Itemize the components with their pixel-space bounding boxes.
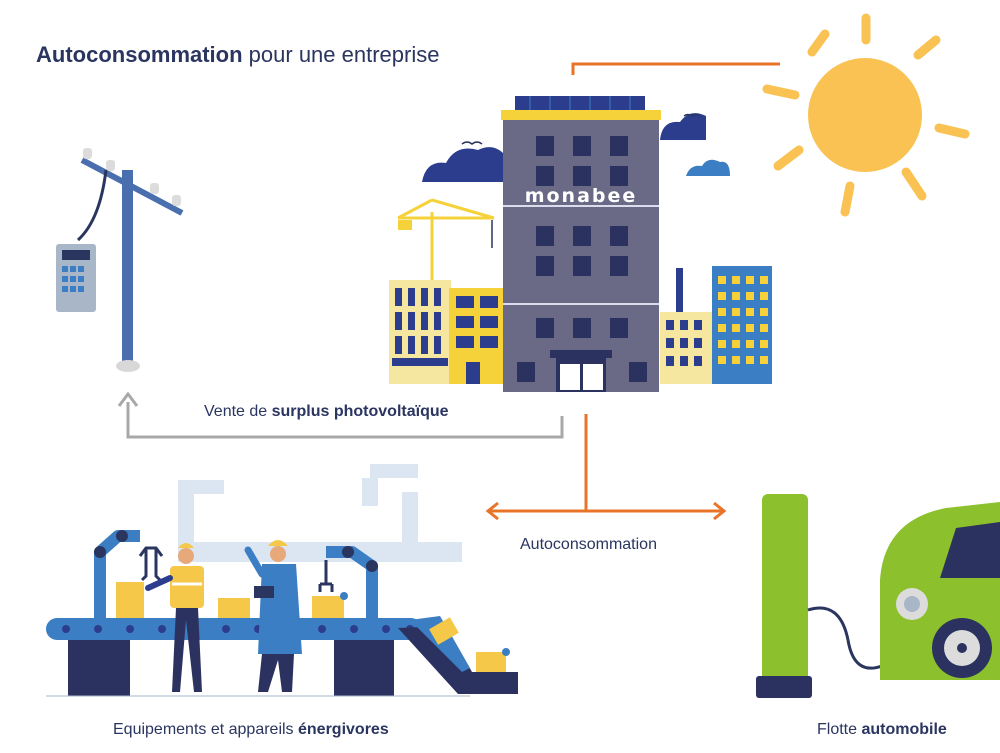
electric-pole-icon: [76, 148, 184, 372]
flotte-label-prefix: Flotte: [817, 721, 862, 738]
title-rest: pour une entreprise: [242, 42, 440, 67]
monabee-building: monabee: [501, 96, 661, 392]
background-robot-arms: [178, 464, 462, 562]
flotte-label-bold: automobile: [861, 721, 947, 738]
sun-icon: [762, 13, 970, 217]
robot-arm-left: [94, 530, 164, 618]
surplus-label: Vente de surplus photovoltaïque: [204, 403, 449, 421]
title-bold: Autoconsommation: [36, 42, 243, 67]
autoconsommation-label: Autoconsommation: [520, 536, 657, 553]
surplus-arrow: [117, 391, 564, 439]
equipements-label: Equipements et appareils énergivores: [113, 721, 389, 739]
right-buildings: [660, 266, 772, 384]
electric-meter-icon: [56, 244, 96, 312]
robot-arm-right: [318, 546, 378, 618]
surplus-label-bold: surplus photovoltaïque: [271, 403, 449, 420]
worker-right-icon: [244, 540, 302, 692]
left-buildings: [389, 280, 505, 384]
clouds-icon: [422, 113, 730, 182]
package-boxes: [116, 582, 510, 672]
building-brand-label: monabee: [525, 185, 638, 207]
page-title: Autoconsommation pour une entreprise: [36, 42, 439, 68]
electric-car-icon: [880, 502, 1000, 680]
flotte-label: Flotte automobile: [817, 721, 947, 739]
conveyor-belt: [46, 616, 518, 697]
sun-connector-line: [571, 62, 780, 75]
equipements-label-prefix: Equipements et appareils: [113, 721, 298, 738]
surplus-label-prefix: Vente de: [204, 403, 272, 420]
autoconsommation-arrow: [485, 414, 727, 521]
equipements-label-bold: énergivores: [298, 721, 389, 738]
crane-icon: [397, 198, 495, 290]
worker-left-icon: [145, 543, 204, 692]
